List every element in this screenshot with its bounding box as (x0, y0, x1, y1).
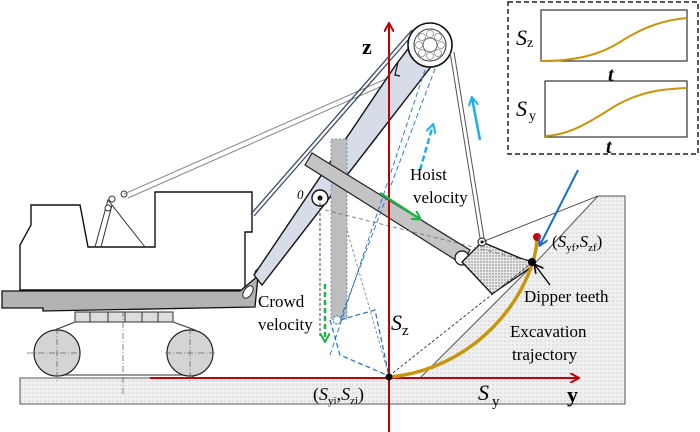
sy-plot-xlabel: t (606, 136, 613, 158)
start-point (385, 373, 393, 381)
excavation-trajectory-curve (388, 236, 539, 379)
hoist-velocity-arrow-icon (472, 98, 482, 141)
boom (253, 22, 453, 287)
hoist-velocity-label: Hoist velocity (410, 165, 468, 207)
ground (19, 195, 626, 405)
dipper-teeth-point (528, 258, 536, 266)
sy-curve (544, 87, 688, 137)
boom-foot-hole (242, 285, 254, 299)
final-direction-arrow (540, 169, 579, 245)
dipper-teeth-label: Dipper teeth (524, 287, 609, 306)
crawler-tracks (27, 278, 215, 395)
sz-curve (540, 17, 688, 62)
end-point (533, 233, 541, 241)
machine-body (1, 190, 264, 312)
z-axis-label: z (362, 34, 372, 59)
deck (1, 274, 259, 312)
hoist-velocity-dashed-arrow-icon (418, 125, 433, 171)
track-rollers (74, 311, 174, 323)
dipper-teeth-pointer (535, 265, 551, 286)
coordinate-axes (150, 24, 578, 432)
origin-label: 0 (297, 187, 304, 202)
crowd-velocity-label: Crowd velocity (258, 292, 313, 334)
hoist-rope (449, 51, 485, 239)
guide-lines (319, 65, 599, 377)
ground-slab (19, 195, 626, 405)
a-frame (94, 198, 146, 248)
cab-outline (19, 191, 253, 291)
sz-plot-xlabel: t (608, 64, 615, 86)
y-axis-label: y (567, 382, 578, 407)
sz-plot-ylabel: Sz (516, 25, 533, 51)
excavation-trajectory-label: Excavation trajectory (510, 322, 591, 364)
sz-label: Sz (391, 310, 409, 339)
end-point-label: (Syf,Szf) (552, 232, 602, 254)
hoist-green-arrow-icon (379, 191, 420, 219)
sz-plot-frame (540, 9, 688, 62)
start-point-label: (Syi,Szi) (313, 384, 364, 407)
